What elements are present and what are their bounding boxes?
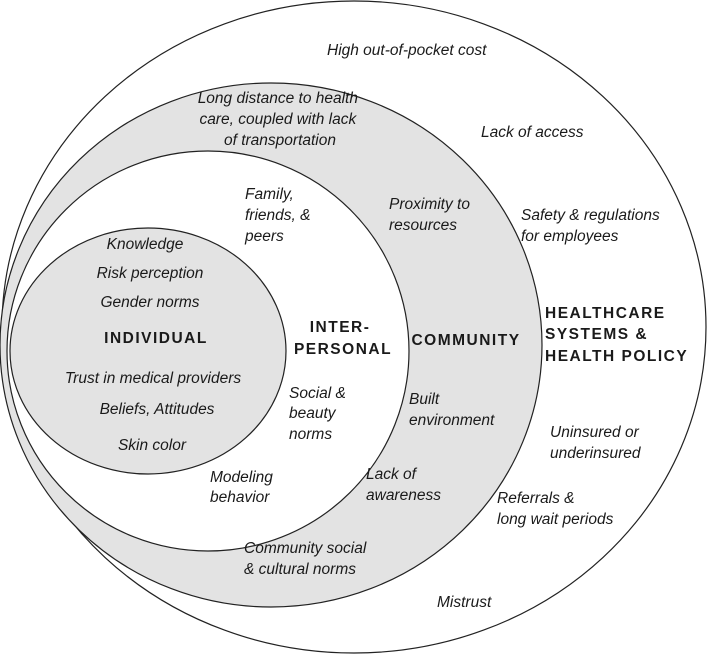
proximity-line-2: resources	[389, 217, 457, 234]
distance-line-3: of transportation	[224, 132, 336, 149]
factor-built-environment: Built environment	[409, 391, 495, 429]
proximity-line-1: Proximity to	[389, 196, 470, 213]
healthcare-line-3: HEALTH POLICY	[545, 348, 688, 365]
built-line-2: environment	[409, 412, 495, 429]
modeling-line-2: behavior	[210, 489, 270, 506]
level-individual: INDIVIDUAL	[104, 330, 208, 347]
interpersonal-line-2: PERSONAL	[294, 341, 392, 358]
factor-mistrust: Mistrust	[437, 594, 492, 611]
factor-referrals-wait: Referrals & long wait periods	[497, 490, 614, 528]
uninsured-line-1: Uninsured or	[550, 424, 640, 441]
built-line-1: Built	[409, 391, 440, 408]
level-community: COMMUNITY	[411, 332, 520, 349]
family-line-2: friends, &	[245, 207, 310, 224]
factor-risk-perception: Risk perception	[97, 265, 204, 282]
family-line-1: Family,	[245, 186, 294, 203]
referrals-line-2: long wait periods	[497, 511, 614, 528]
social-line-2: beauty	[289, 405, 337, 422]
factor-community-social-cultural: Community social & cultural norms	[244, 540, 371, 578]
awareness-line-2: awareness	[366, 487, 441, 504]
factor-modeling-behavior: Modeling behavior	[210, 469, 277, 506]
referrals-line-1: Referrals &	[497, 490, 575, 507]
factor-family-friends-peers: Family, friends, & peers	[244, 186, 315, 245]
interpersonal-line-1: INTER-	[310, 319, 371, 336]
uninsured-line-2: underinsured	[550, 445, 642, 462]
factor-proximity-resources: Proximity to resources	[389, 196, 474, 234]
cultural-line-1: Community social	[244, 540, 367, 557]
factor-trust-in-providers: Trust in medical providers	[65, 370, 242, 387]
individual-ring	[9, 227, 287, 475]
factor-uninsured: Uninsured or underinsured	[550, 424, 643, 462]
factor-high-out-of-pocket: High out-of-pocket cost	[327, 42, 487, 59]
factor-beliefs-attitudes: Beliefs, Attitudes	[100, 401, 215, 418]
awareness-line-1: Lack of	[366, 466, 418, 483]
healthcare-line-2: SYSTEMS &	[545, 326, 648, 343]
social-line-3: norms	[289, 426, 332, 443]
distance-line-1: Long distance to health	[198, 90, 358, 107]
healthcare-line-1: HEALTHCARE	[545, 305, 666, 322]
factor-long-distance: Long distance to health care, coupled wi…	[198, 90, 363, 149]
level-healthcare-systems: HEALTHCARE SYSTEMS & HEALTH POLICY	[545, 305, 688, 365]
modeling-line-1: Modeling	[210, 469, 273, 486]
factor-gender-norms: Gender norms	[100, 294, 199, 311]
factor-skin-color: Skin color	[118, 437, 187, 454]
safety-line-1: Safety & regulations	[521, 207, 660, 224]
factor-lack-of-awareness: Lack of awareness	[366, 466, 441, 504]
factor-lack-of-access: Lack of access	[481, 124, 584, 141]
factor-social-beauty-norms: Social & beauty norms	[289, 385, 350, 443]
family-line-3: peers	[244, 228, 284, 245]
distance-line-2: care, coupled with lack	[199, 111, 357, 128]
cultural-line-2: & cultural norms	[244, 561, 356, 578]
level-interpersonal: INTER- PERSONAL	[294, 319, 392, 358]
factor-safety-regulations: Safety & regulations for employees	[521, 207, 664, 245]
factor-knowledge: Knowledge	[107, 236, 184, 253]
safety-line-2: for employees	[521, 228, 619, 245]
social-line-1: Social &	[289, 385, 346, 402]
